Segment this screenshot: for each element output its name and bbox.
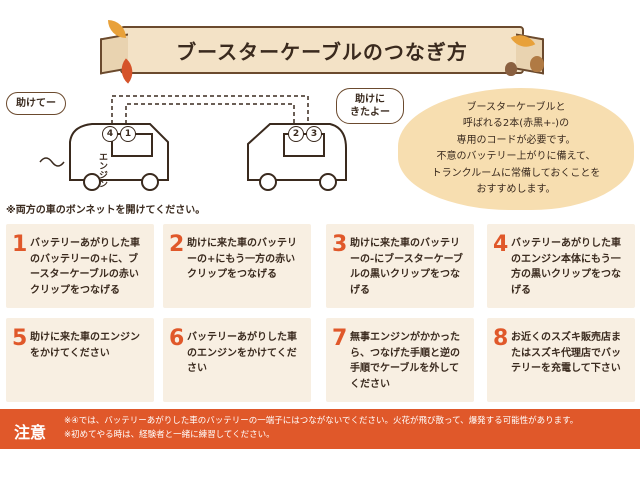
left-speech-bubble: 助けてー: [6, 92, 66, 115]
step-text: お近くのスズキ販売店またはスズキ代理店でバッテリーを充電して下さい: [511, 332, 621, 374]
cable-line: [125, 103, 295, 124]
hood-note: ※両方の車のボンネットを開けてください。: [6, 205, 206, 216]
step-number: 3: [332, 232, 348, 257]
step-number: 4: [493, 232, 509, 257]
step-card: 4 バッテリーあがりした車のエンジン本体にもう一方の黒いクリップをつなげる: [487, 224, 635, 308]
step-number: 2: [169, 232, 185, 257]
step-text: 助けに来た車のエンジンをかけてください: [30, 332, 140, 359]
acorn-icon: [505, 62, 517, 76]
cars-illustration: [39, 95, 347, 191]
warning-bar: 注意 ※④では、バッテリーあがりした車のバッテリーの一端子にはつながないでくださ…: [0, 409, 640, 449]
step-text: 無事エンジンがかかったら、つなげた手順と逆の手順でケーブルを外してください: [350, 332, 460, 390]
step-card: 5 助けに来た車のエンジンをかけてください: [6, 318, 154, 402]
step-card: 2 助けに来た車のバッテリーの+にもう一方の赤いクリップをつなげる: [163, 224, 311, 308]
terminal-2: 2: [288, 126, 304, 142]
page-title: ブースターケーブルのつなぎ方: [176, 39, 468, 64]
warning-line: ※初めてやる時は、経験者と一緒に練習してください。: [64, 429, 275, 440]
acorn-icon: [530, 56, 544, 72]
right-car-icon: [247, 123, 347, 191]
step-card: 7 無事エンジンがかかったら、つなげた手順と逆の手順でケーブルを外してください: [326, 318, 474, 402]
step-card: 1 バッテリーあがりした車のバッテリーの+に、ブースターケーブルの赤いクリップを…: [6, 224, 154, 308]
info-text: ブースターケーブルと 呼ばれる2本(赤黒+-)の 専用のコードが必要です。 不意…: [431, 101, 601, 196]
right-speech-bubble: 助けに きたよー: [336, 88, 404, 124]
step-text: バッテリーあがりした車のバッテリーの+に、ブースターケーブルの赤いクリップをつな…: [30, 238, 140, 296]
step-card: 3 助けに来た車のバッテリーの-にブースターケーブルの黒いクリップをつなげる: [326, 224, 474, 308]
warning-line: ※④では、バッテリーあがりした車のバッテリーの一端子にはつながないでください。火…: [64, 416, 579, 426]
engine-label: エンジン: [97, 152, 107, 188]
step-text: バッテリーあがりした車のエンジンをかけてください: [187, 332, 297, 374]
step-text: バッテリーあがりした車のエンジン本体にもう一方の黒いクリップをつなげる: [511, 238, 621, 296]
warning-label: 注意: [14, 423, 47, 442]
connection-diagram: 助けてー 助けに きたよー 4 1 2 3 エンジン ブースターケーブルと 呼ば…: [0, 82, 640, 222]
left-car-icon: [69, 123, 169, 191]
squiggle-icon: [39, 157, 65, 167]
info-bubble: ブースターケーブルと 呼ばれる2本(赤黒+-)の 専用のコードが必要です。 不意…: [398, 88, 634, 210]
step-number: 5: [12, 326, 28, 351]
title-banner: ブースターケーブルのつなぎ方: [100, 26, 544, 75]
step-card: 8 お近くのスズキ販売店またはスズキ代理店でバッテリーを充電して下さい: [487, 318, 635, 402]
terminal-1: 1: [120, 126, 136, 142]
step-number: 1: [12, 232, 28, 257]
warning-text: ※④では、バッテリーあがりした車のバッテリーの一端子にはつながないでください。火…: [64, 415, 578, 442]
terminal-3: 3: [306, 126, 322, 142]
step-number: 8: [493, 326, 509, 351]
cable-line: [111, 95, 309, 124]
step-text: 助けに来た車のバッテリーの+にもう一方の赤いクリップをつなげる: [187, 238, 297, 280]
step-card: 6 バッテリーあがりした車のエンジンをかけてください: [163, 318, 311, 402]
leaf-icon: [108, 20, 126, 38]
step-text: 助けに来た車のバッテリーの-にブースターケーブルの黒いクリップをつなげる: [350, 238, 464, 296]
step-number: 7: [332, 326, 348, 351]
terminal-4: 4: [102, 126, 118, 142]
step-number: 6: [169, 326, 185, 351]
